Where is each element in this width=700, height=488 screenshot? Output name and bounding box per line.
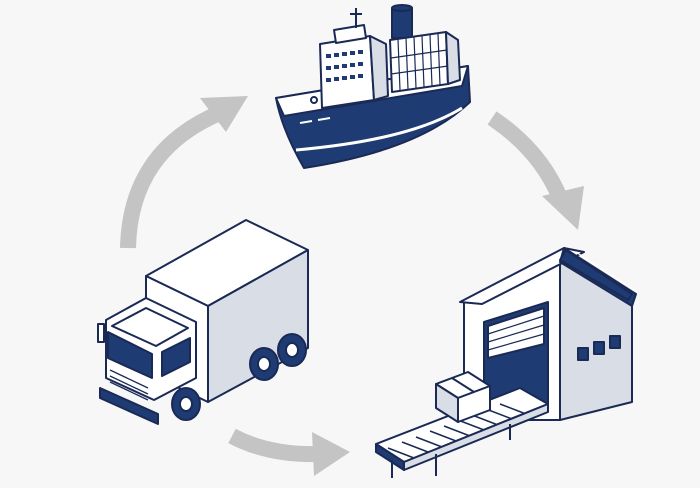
arrow-truck-to-ship bbox=[120, 104, 226, 249]
arrow-ship-to-warehouse-head bbox=[542, 186, 584, 230]
arrow-ship-to-warehouse bbox=[487, 111, 568, 202]
cargo-ship-icon bbox=[275, 4, 471, 169]
arrow-warehouse-to-truck bbox=[228, 428, 323, 463]
arrow-truck-to-ship-head bbox=[200, 96, 248, 132]
conveyor-belt-icon bbox=[375, 387, 549, 478]
arrow-warehouse-to-truck-head bbox=[312, 432, 350, 476]
delivery-truck-icon bbox=[97, 219, 309, 425]
truck-wheel bbox=[277, 333, 307, 367]
truck-wheel bbox=[249, 347, 279, 381]
truck-wheel bbox=[171, 387, 201, 421]
warehouse-icon bbox=[459, 247, 637, 421]
package-box-icon bbox=[435, 371, 491, 423]
